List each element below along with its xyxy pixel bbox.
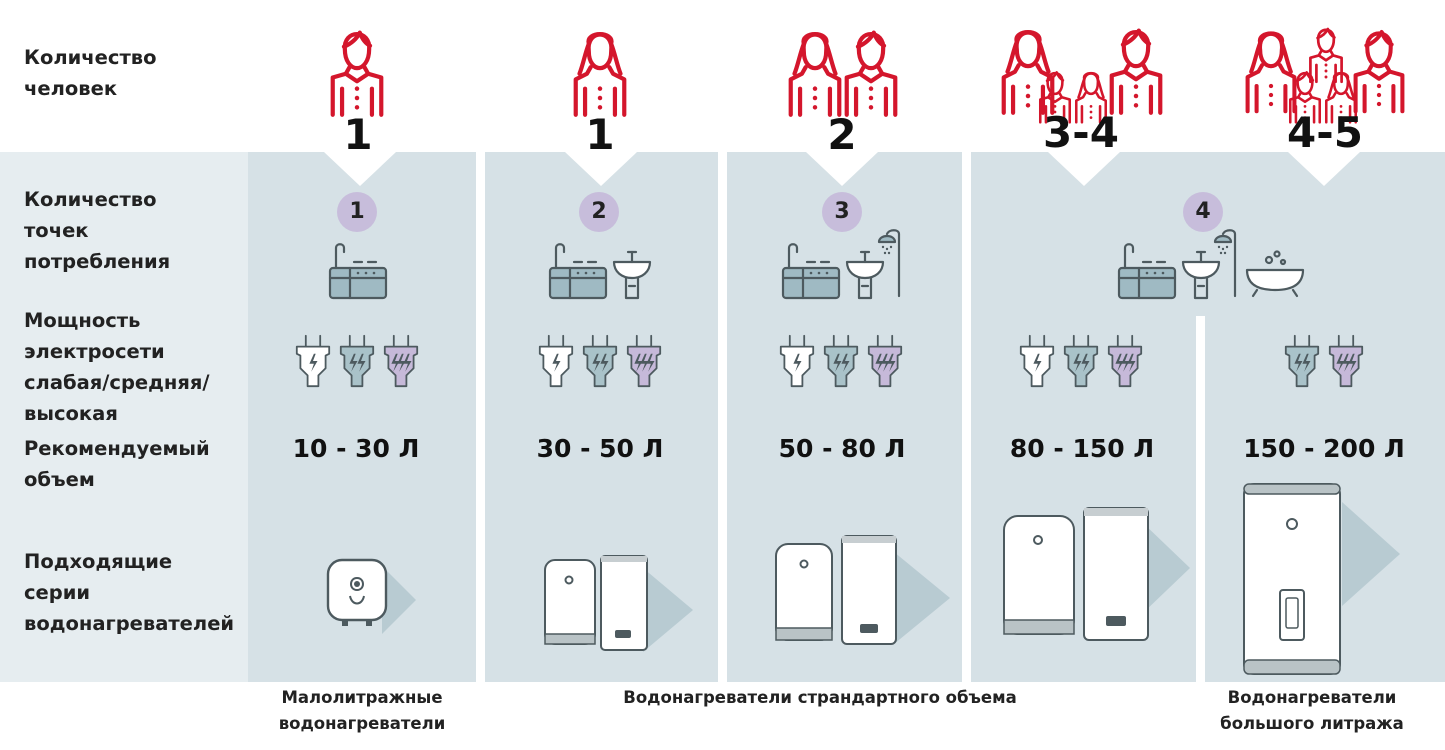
footer-standard-heaters: Водонагреватели страндартного объема (623, 688, 1017, 707)
points-badge-col4-5: 4 (1183, 192, 1223, 232)
person-icon (791, 34, 840, 115)
water-heater-icon (600, 555, 648, 651)
person-icon (1248, 33, 1295, 111)
person-icon (1112, 31, 1161, 113)
plugs-col1 (295, 334, 419, 388)
notch-5 (1288, 152, 1360, 186)
washbasin-icon (1181, 250, 1221, 300)
heaters-col5 (1243, 483, 1400, 675)
heaters-col4 (1003, 507, 1190, 641)
plugs-col2 (538, 334, 662, 388)
people-icon-col3 (787, 20, 899, 120)
kitchen-sink-icon (328, 243, 388, 300)
people-count-col5: 4-5 (1287, 108, 1363, 157)
people-icon-col5 (1244, 27, 1406, 124)
kitchen-sink-icon (1117, 243, 1177, 300)
kitchen-sink-icon (781, 243, 841, 300)
people-icon-col4 (1000, 18, 1164, 124)
person-icon (847, 33, 896, 115)
points-badge-col2: 2 (579, 192, 619, 232)
washbasin-icon (845, 250, 885, 300)
person-icon (1356, 32, 1403, 111)
people-icon-col1 (329, 20, 385, 120)
water-heater-icon (841, 535, 897, 645)
heaters-col2 (544, 555, 693, 652)
person-icon (576, 34, 625, 115)
people-count-col4: 3-4 (1043, 108, 1119, 157)
points-badge-col1: 1 (337, 192, 377, 232)
volume-col3: 50 - 80 Л (778, 434, 906, 463)
plugs-col5 (1284, 334, 1364, 388)
person-icon (1004, 32, 1053, 113)
people-count-col1: 1 (343, 110, 373, 159)
notch-3 (806, 152, 878, 186)
notch-1 (324, 152, 396, 186)
volume-col2: 30 - 50 Л (536, 434, 664, 463)
person-icon (333, 33, 382, 115)
people-count-col2: 1 (585, 110, 615, 159)
label-band (0, 152, 248, 682)
points-icons-col1 (328, 243, 388, 300)
washbasin-icon (612, 250, 652, 300)
notch-2 (565, 152, 637, 186)
water-heater-icon (1083, 507, 1149, 641)
bathtub-icon (1245, 250, 1305, 298)
plugs-col3 (779, 334, 903, 388)
column-divider (1196, 316, 1205, 682)
kitchen-sink-icon (548, 243, 608, 300)
water-heater-icon (1243, 483, 1341, 675)
water-heater-icon (775, 543, 833, 641)
plugs-col4 (1019, 334, 1143, 388)
water-heater-icon (1003, 515, 1075, 635)
volume-col1: 10 - 30 Л (292, 434, 420, 463)
points-badge-col3: 3 (822, 192, 862, 232)
heaters-col3 (775, 535, 950, 645)
water-heater-icon (544, 559, 596, 645)
water-heater-icon (326, 558, 388, 626)
volume-col5: 150 - 200 Л (1243, 434, 1405, 463)
heaters-col1 (326, 558, 416, 634)
notch-4 (1048, 152, 1120, 186)
volume-col4: 80 - 150 Л (1009, 434, 1155, 463)
people-count-col3: 2 (827, 110, 857, 159)
points-icons-col2 (548, 243, 652, 300)
people-icon-col2 (572, 20, 628, 120)
points-icons-col4-5 (1117, 229, 1305, 300)
points-icons-col3 (781, 229, 901, 300)
